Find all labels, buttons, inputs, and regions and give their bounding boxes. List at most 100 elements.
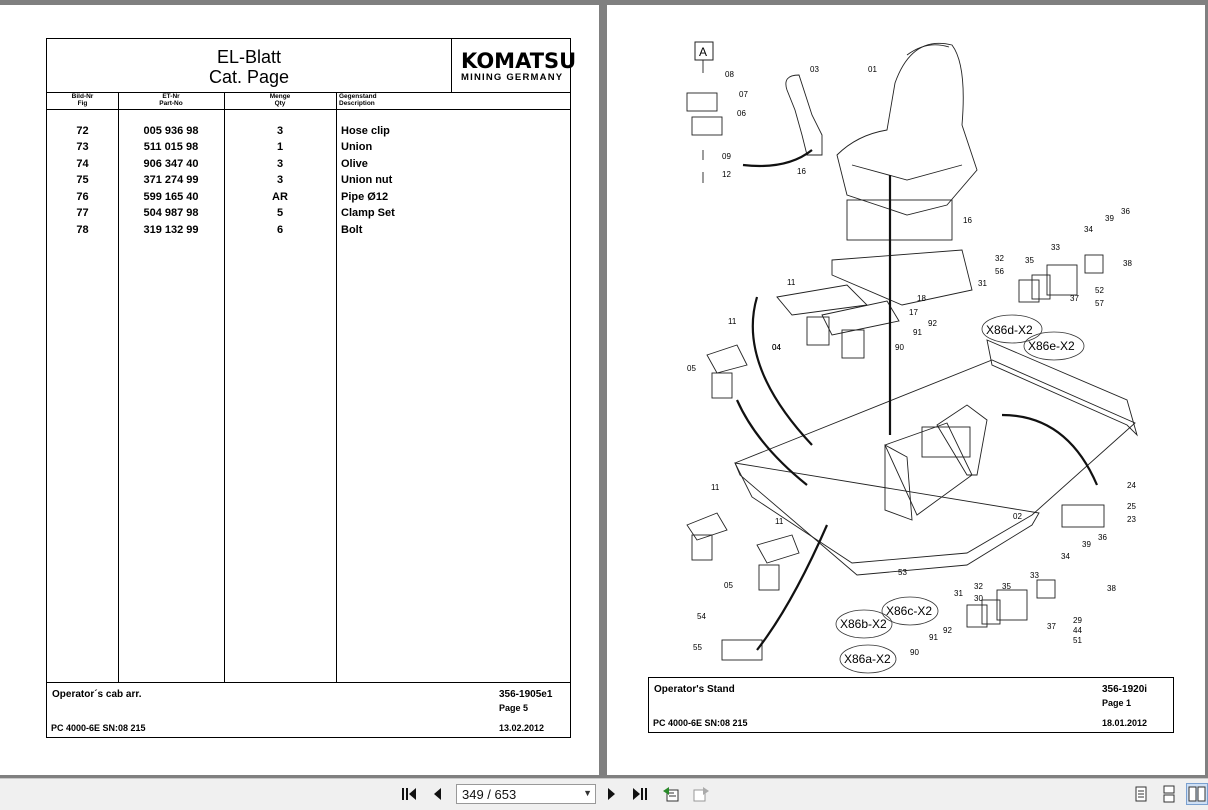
callout: 01 bbox=[868, 65, 877, 74]
last-page-icon bbox=[633, 788, 647, 800]
callout: 90 bbox=[895, 343, 904, 352]
connector-label: X86a-X2 bbox=[844, 652, 891, 666]
single-page-view-icon bbox=[1135, 786, 1147, 802]
connector-label: X86e-X2 bbox=[1028, 339, 1075, 353]
callout: 05 bbox=[724, 581, 733, 590]
callout: 92 bbox=[943, 626, 952, 635]
chevron-down-icon: ▼ bbox=[583, 788, 592, 798]
callout: 52 bbox=[1095, 286, 1104, 295]
footer-model: PC 4000-6E SN:08 215 bbox=[653, 718, 748, 728]
connector-label: X86c-X2 bbox=[886, 604, 932, 618]
callout: 38 bbox=[1123, 259, 1132, 268]
title-german: EL-Blatt bbox=[216, 47, 282, 67]
page-title: EL-Blatt Cat. Page bbox=[47, 47, 451, 87]
callout: 35 bbox=[1025, 256, 1034, 265]
callout: 33 bbox=[1030, 571, 1039, 580]
continuous-view-button[interactable] bbox=[1158, 783, 1180, 805]
callout: 36 bbox=[1121, 207, 1130, 216]
facing-pages-view-button[interactable] bbox=[1186, 783, 1208, 805]
continuous-view-icon bbox=[1163, 785, 1175, 803]
callout: 44 bbox=[1073, 626, 1082, 635]
footer-doc-number: 356-1905e1 bbox=[499, 689, 553, 700]
seat-shape bbox=[836, 42, 978, 216]
callout: 34 bbox=[1084, 225, 1093, 234]
view-back-icon bbox=[663, 787, 679, 802]
title-english: Cat. Page bbox=[208, 67, 290, 87]
drawing-footer: Operator's Stand 356-1920i Page 1 PC 400… bbox=[648, 677, 1174, 733]
table-row: 77 504 987 98 5 Clamp Set bbox=[76, 207, 395, 219]
callout: 12 bbox=[722, 170, 731, 179]
first-page-icon bbox=[402, 788, 416, 800]
page-footer: Operator´s cab arr. 356-1905e1 Page 5 PC… bbox=[47, 682, 570, 738]
detail-label: A bbox=[699, 45, 707, 59]
view-forward-button[interactable] bbox=[690, 783, 712, 805]
callout: 07 bbox=[739, 90, 748, 99]
page-indicator: 349 / 653 bbox=[462, 787, 517, 802]
callout: 09 bbox=[722, 152, 731, 161]
footer-assembly-name: Operator's Stand bbox=[654, 684, 735, 695]
page-number-select[interactable]: 349 / 653 ▼ bbox=[456, 784, 596, 804]
prev-page-button[interactable] bbox=[426, 783, 448, 805]
column-divider bbox=[118, 92, 119, 682]
single-page-view-button[interactable] bbox=[1130, 783, 1152, 805]
callout: 34 bbox=[1061, 552, 1070, 561]
callout: 51 bbox=[1073, 636, 1082, 645]
callout: 04 bbox=[772, 343, 781, 352]
floor-plate-shape bbox=[734, 359, 1136, 564]
callout: 36 bbox=[1098, 533, 1107, 542]
exploded-view-drawing: A X86d-X2 X86e-X2 X86c-X2 X86b-X2 X86a-X… bbox=[686, 41, 1138, 674]
callout: 11 bbox=[775, 517, 784, 526]
callout: 33 bbox=[1051, 243, 1060, 252]
callout: 16 bbox=[963, 216, 972, 225]
callout: 25 bbox=[1127, 502, 1136, 511]
navigation-toolbar: 349 / 653 ▼ bbox=[0, 778, 1208, 810]
parts-list-page: EL-Blatt Cat. Page KOMATSU MINING GERMAN… bbox=[0, 5, 599, 775]
callout: 03 bbox=[810, 65, 819, 74]
callout: 56 bbox=[995, 267, 1004, 276]
callout: 35 bbox=[1002, 582, 1011, 591]
callout: 39 bbox=[1105, 214, 1114, 223]
callout: 90 bbox=[910, 648, 919, 657]
footer-model: PC 4000-6E SN:08 215 bbox=[51, 723, 146, 733]
table-row: 78 319 132 99 6 Bolt bbox=[76, 224, 363, 236]
callout: 37 bbox=[1070, 294, 1079, 303]
connector-label: X86d-X2 bbox=[986, 323, 1033, 337]
view-back-button[interactable] bbox=[660, 783, 682, 805]
callout: 29 bbox=[1073, 616, 1082, 625]
callout: 04 bbox=[772, 343, 781, 352]
callout: 38 bbox=[1107, 584, 1116, 593]
brand-logo: KOMATSU MINING GERMANY bbox=[451, 39, 576, 92]
logo-text: KOMATSU bbox=[461, 49, 577, 73]
callout: 23 bbox=[1127, 515, 1136, 524]
next-page-button[interactable] bbox=[601, 783, 623, 805]
callout: 24 bbox=[1127, 481, 1136, 490]
table-row: 76 599 165 40 AR Pipe Ø12 bbox=[76, 191, 389, 203]
document-viewport[interactable]: EL-Blatt Cat. Page KOMATSU MINING GERMAN… bbox=[0, 0, 1208, 778]
page-header: EL-Blatt Cat. Page KOMATSU MINING GERMAN… bbox=[47, 39, 576, 93]
first-page-button[interactable] bbox=[398, 783, 420, 805]
table-row: 74 906 347 40 3 Olive bbox=[76, 158, 368, 170]
callout: 91 bbox=[929, 633, 938, 642]
last-page-button[interactable] bbox=[629, 783, 651, 805]
callout: 02 bbox=[1013, 512, 1022, 521]
footer-page: Page 1 bbox=[1102, 698, 1132, 708]
callout: 18 bbox=[917, 294, 926, 303]
table-row: 75 371 274 99 3 Union nut bbox=[76, 174, 393, 186]
callout: 31 bbox=[978, 279, 987, 288]
callout: 31 bbox=[954, 589, 963, 598]
callout: 32 bbox=[974, 582, 983, 591]
callout: 57 bbox=[1095, 299, 1104, 308]
callout: 17 bbox=[909, 308, 918, 317]
view-forward-icon bbox=[693, 787, 709, 802]
parts-list-frame: EL-Blatt Cat. Page KOMATSU MINING GERMAN… bbox=[46, 38, 576, 738]
footer-date: 13.02.2012 bbox=[499, 723, 545, 733]
table-row: 73 511 015 98 1 Union bbox=[76, 141, 373, 153]
table-row: 72 005 936 98 3 Hose clip bbox=[76, 125, 390, 137]
callout: 32 bbox=[995, 254, 1004, 263]
facing-pages-view-icon bbox=[1188, 786, 1206, 802]
logo-subtitle: MINING GERMANY bbox=[461, 72, 564, 83]
